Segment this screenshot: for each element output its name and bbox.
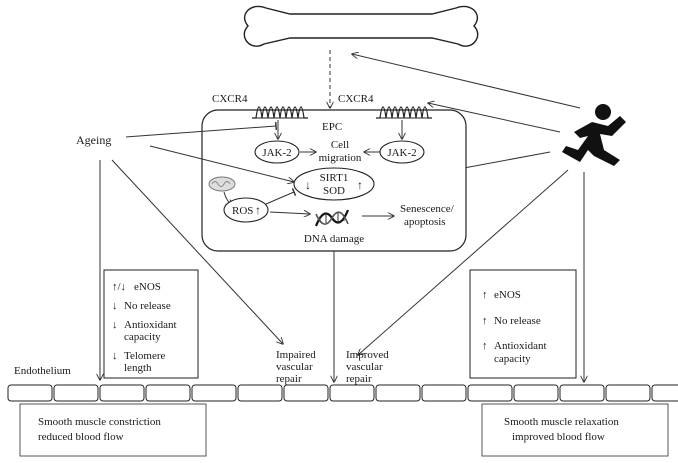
endothelial-cell (467, 384, 513, 402)
ros-label: ROS (232, 205, 253, 217)
endothelial-cell (53, 384, 99, 402)
left-box-item: Telomere (124, 350, 165, 362)
endothelial-cell (651, 384, 678, 402)
endothelial-cell (145, 384, 191, 402)
ageing-effects-box (103, 269, 199, 379)
impaired-line2: vascular (276, 361, 313, 373)
jak2-right-label: JAK-2 (387, 147, 416, 159)
jak2-left-node (254, 140, 300, 164)
smooth-right-line1: Smooth muscle relaxation (504, 416, 619, 428)
ageing-effects-list: ↑/↓ eNOS ↓ No release ↓ Antioxidant capa… (112, 281, 177, 374)
runner-to-improved-arrow (358, 169, 569, 355)
cxcr4-left-receptor (252, 106, 308, 119)
senescence-line1: Senescence/ (400, 203, 455, 215)
cxcr4-left-label: CXCR4 (212, 93, 248, 105)
right-box-item: No release (494, 315, 541, 327)
exercise-effects-box (469, 269, 577, 379)
endothelial-cell (191, 384, 237, 402)
endothelial-cell (237, 384, 283, 402)
left-box-item: Antioxidant (124, 319, 177, 331)
ros-inhibits-sirt1 (265, 188, 297, 205)
sod-label: SOD (323, 185, 345, 197)
right-box-item: Antioxidant (494, 340, 547, 352)
left-box-arrow: ↓ (112, 350, 118, 362)
mitochondrion-icon (208, 176, 236, 192)
senescence-line2: apoptosis (404, 216, 446, 228)
left-box-arrow: ↓ (112, 319, 118, 331)
smooth-right-line2: improved blood flow (512, 431, 605, 443)
endothelial-cell (375, 384, 421, 402)
endothelial-cell (605, 384, 651, 402)
ageing-label: Ageing (76, 133, 111, 147)
jak2-left-label: JAK-2 (262, 147, 291, 159)
smooth-left-line1: Smooth muscle constriction (38, 416, 161, 428)
improved-line2: vascular (346, 361, 383, 373)
sirt-up-arrow: ↑ (357, 178, 363, 192)
left-box-item: length (124, 362, 152, 374)
endothelial-cell (283, 384, 329, 402)
ageing-to-sirt1-arrow (149, 145, 294, 182)
ageing-to-impaired-arrow (111, 159, 283, 344)
runner-to-cxcr4-arrow (428, 103, 561, 133)
left-box-item: eNOS (134, 281, 161, 293)
endothelial-cell (559, 384, 605, 402)
epc-label: EPC (322, 121, 342, 133)
left-box-arrow: ↑/↓ (112, 281, 126, 293)
right-box-arrow: ↑ (482, 315, 488, 327)
ros-node (223, 197, 269, 223)
impaired-line1: Impaired (276, 349, 316, 361)
endothelial-cell (7, 384, 53, 402)
cell-migration-line1: Cell (331, 139, 349, 151)
endothelium-layer (7, 384, 678, 402)
runner-icon (562, 104, 626, 166)
sirt-down-arrow: ↓ (305, 178, 311, 192)
dna-damage-label: DNA damage (304, 233, 364, 245)
smooth-left-line2: reduced blood flow (38, 431, 124, 443)
improved-line1: Improved (346, 349, 389, 361)
sirt1-label: SIRT1 (320, 172, 349, 184)
right-box-item: eNOS (494, 289, 521, 301)
endothelial-cell (329, 384, 375, 402)
smooth-muscle-left-box (19, 403, 207, 457)
cell-migration-line2: migration (319, 152, 362, 164)
right-box-arrow: ↑ (482, 340, 488, 352)
cxcr4-right-receptor (376, 106, 432, 119)
left-box-item: capacity (124, 331, 161, 343)
endothelial-cell (421, 384, 467, 402)
ros-dna-arrow (269, 212, 310, 214)
runner-to-bone-arrow (352, 54, 581, 109)
smooth-muscle-right-box (481, 403, 669, 457)
ros-up-arrow: ↑ (255, 203, 261, 217)
endothelium-label: Endothelium (14, 365, 71, 377)
impaired-line3: repair (276, 373, 302, 385)
bone-icon (243, 5, 479, 47)
left-box-arrow: ↓ (112, 300, 118, 312)
exercise-effects-list: ↑ eNOS ↑ No release ↑ Antioxidant capaci… (482, 289, 547, 365)
left-box-item: No release (124, 300, 171, 312)
right-box-item: capacity (494, 353, 531, 365)
dna-icon (314, 209, 350, 227)
endothelial-cell (99, 384, 145, 402)
cxcr4-right-label: CXCR4 (338, 93, 374, 105)
ageing-inhibits-cxcr4 (125, 121, 278, 138)
right-box-arrow: ↑ (482, 289, 488, 301)
endothelial-cell (513, 384, 559, 402)
improved-line3: repair (346, 373, 372, 385)
